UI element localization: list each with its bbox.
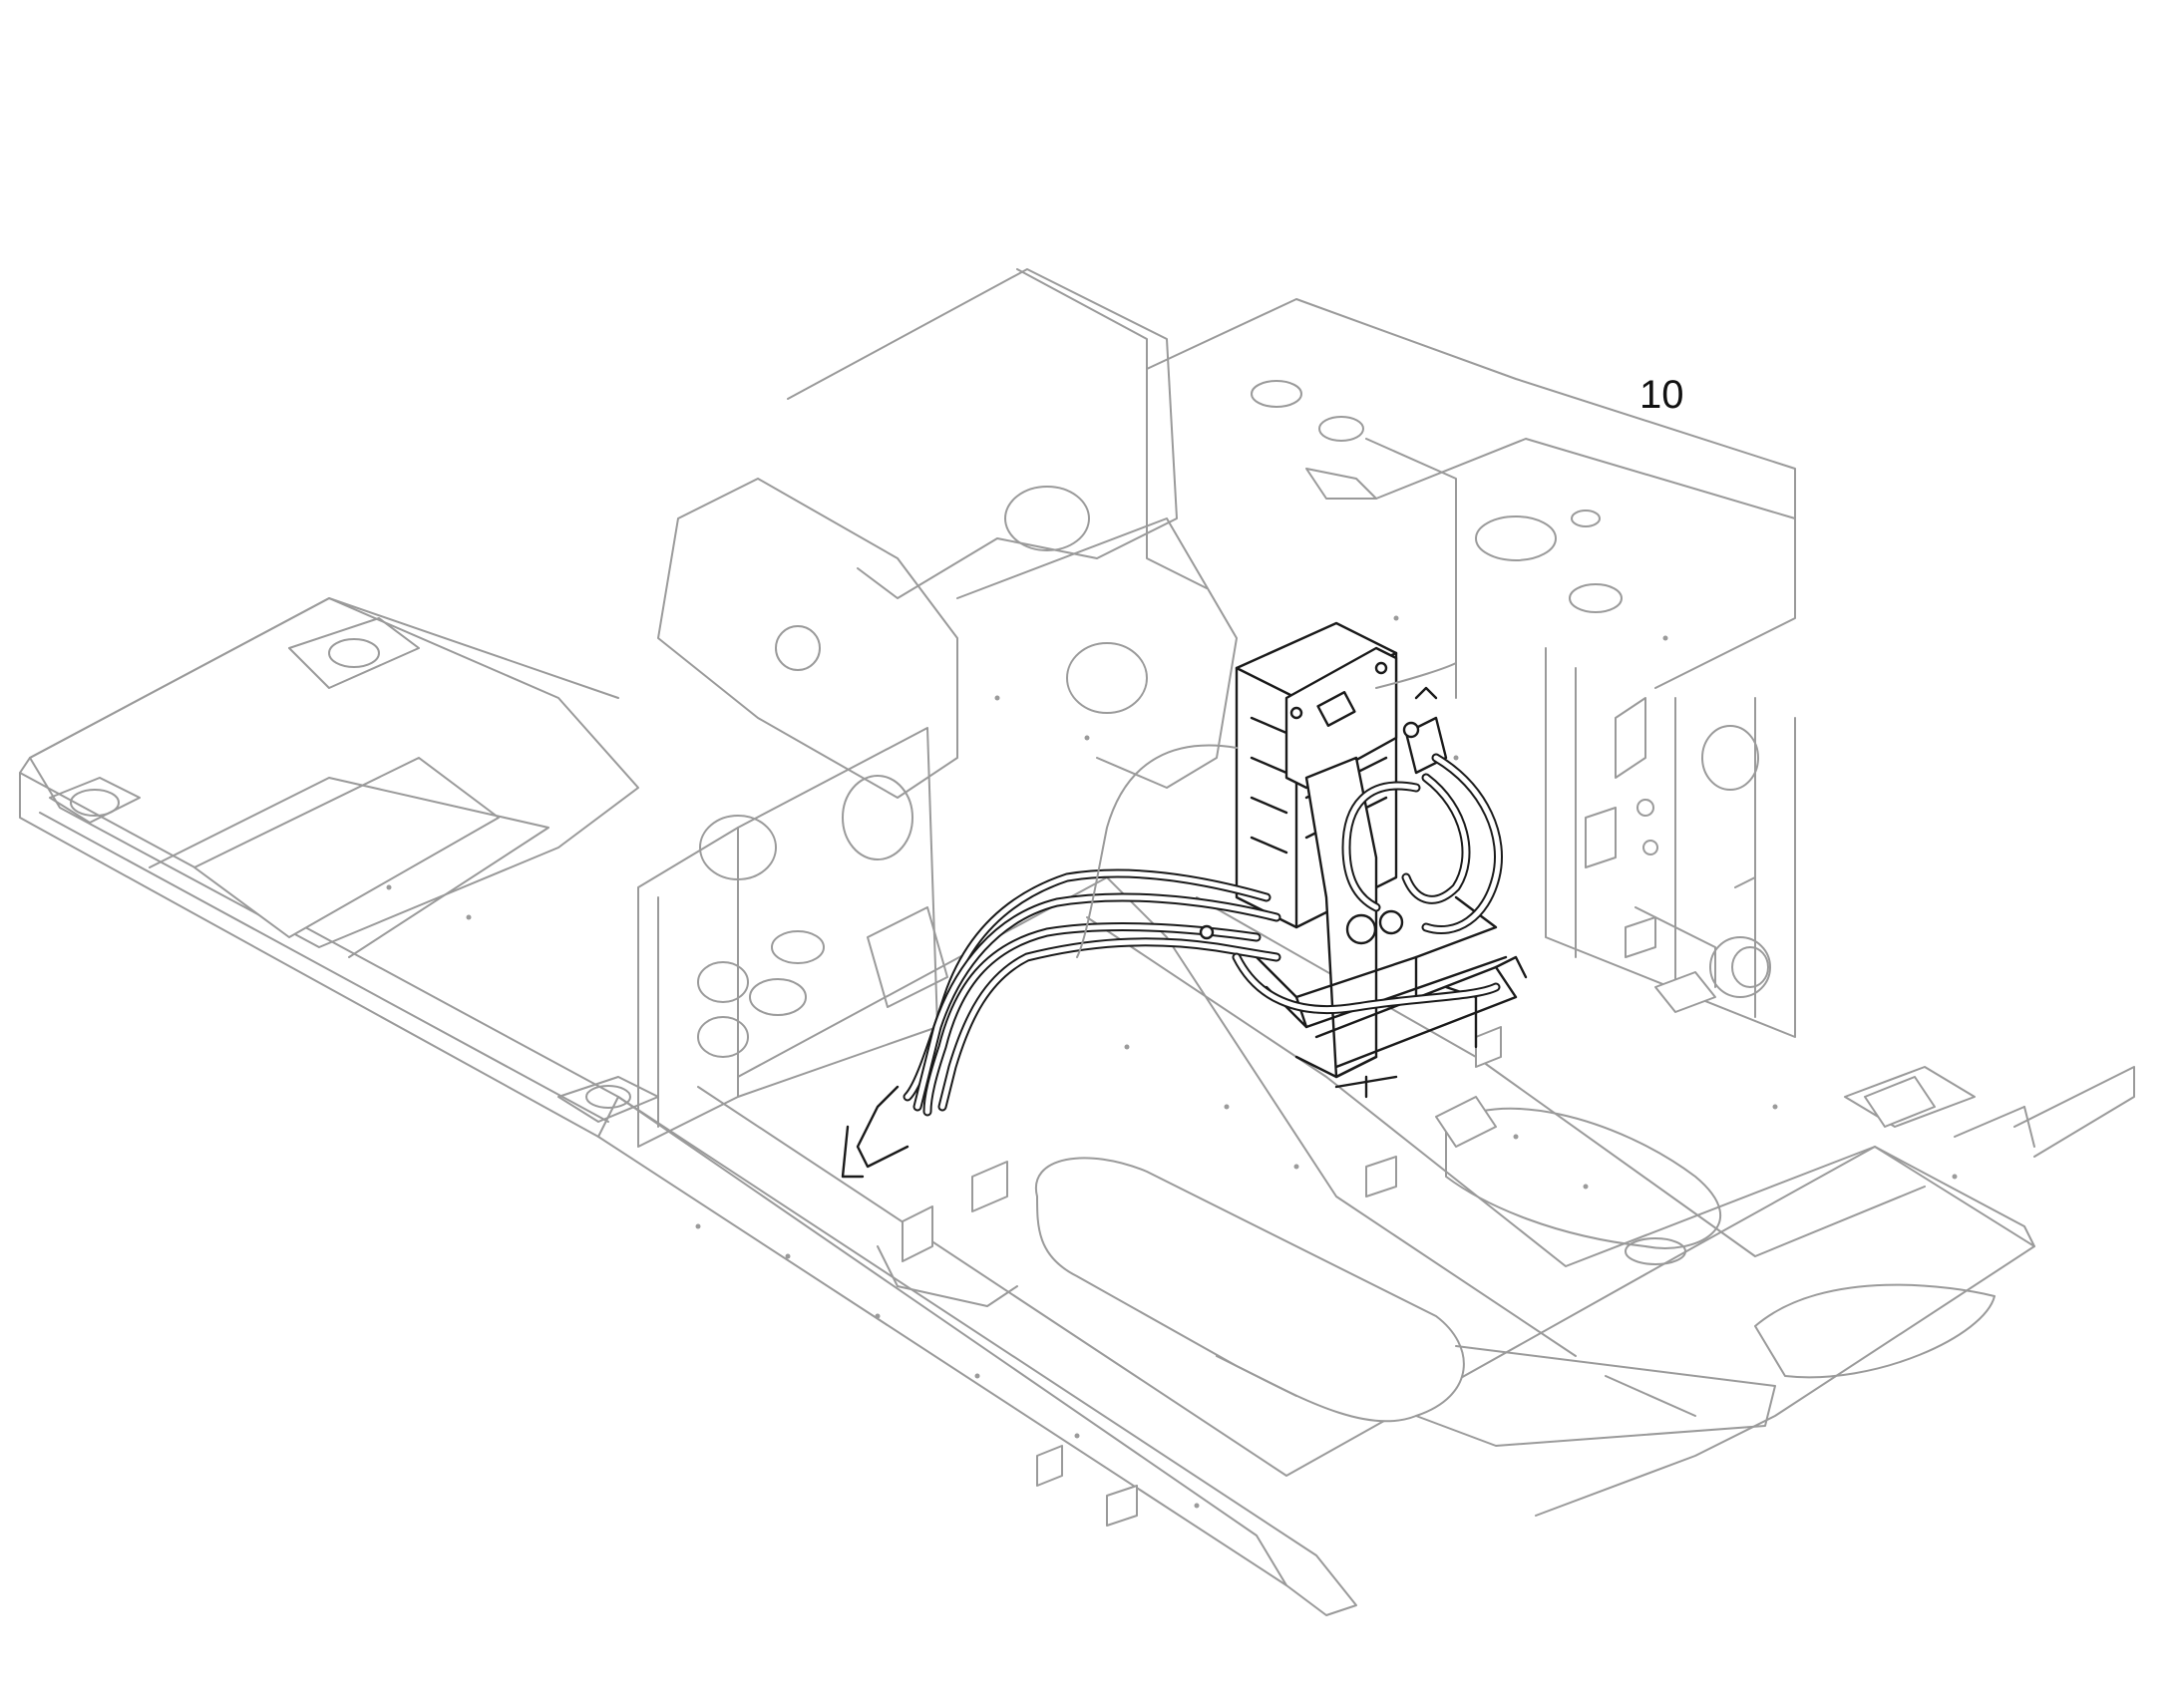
main-frame: [19, 268, 2135, 1616]
highlighted-valve-assembly: [1235, 621, 1528, 1099]
callout-label-10: 10: [1639, 373, 1684, 417]
hydraulic-hoses: [841, 662, 1503, 1179]
